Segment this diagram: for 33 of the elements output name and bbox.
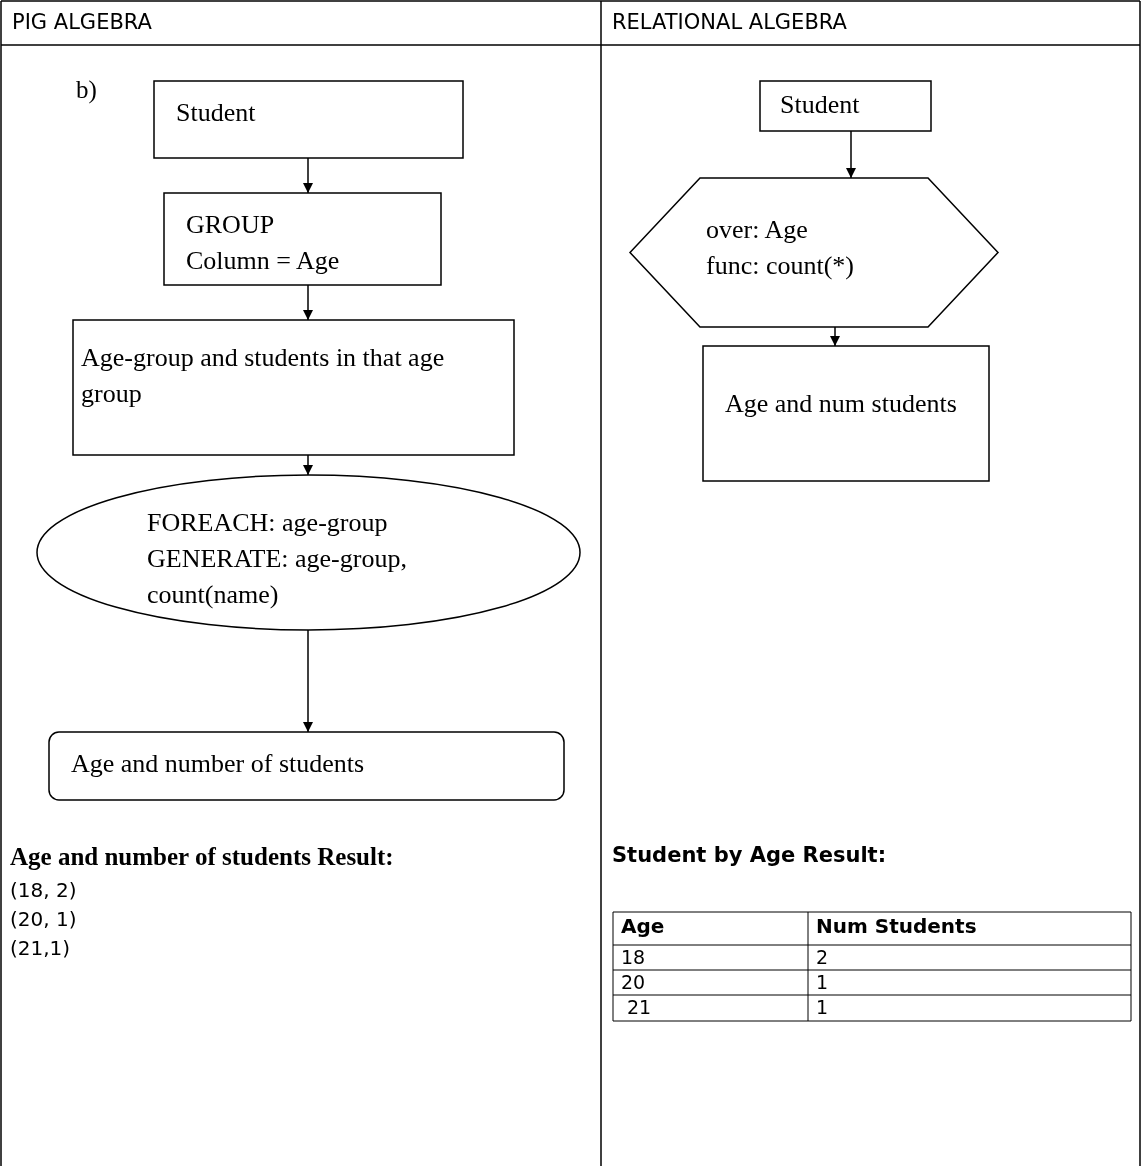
arrow (303, 157, 313, 194)
table-cell-text: 1 (816, 996, 829, 1018)
result-line: (20, 1) (10, 907, 77, 931)
arrow (830, 326, 840, 347)
arrow (303, 629, 313, 733)
node-text: Student (176, 97, 256, 129)
table-cell-text: 18 (621, 946, 646, 968)
result-heading: Age and number of students Result: (10, 843, 394, 871)
node-text: Age and num students (725, 388, 957, 420)
arrow (303, 284, 313, 321)
part-label: b) (76, 76, 97, 104)
result-heading: Student by Age Result: (612, 843, 887, 867)
table-cell-text: 1 (816, 971, 829, 993)
arrow (846, 130, 856, 179)
node-text: Age-group and students in that age group (81, 342, 446, 410)
node-text: FOREACH: age-group (147, 507, 388, 539)
node-text: Student (780, 89, 860, 121)
node-text: Age and number of students (71, 748, 365, 780)
node-text: GENERATE: age-group, count(name) (147, 543, 408, 611)
column-header: RELATIONAL ALGEBRA (612, 10, 847, 34)
node-text: func: count(*) (706, 250, 854, 282)
node-text: GROUP (186, 209, 275, 241)
table-cell-text: 2 (816, 946, 829, 968)
table-header-text: Age (621, 914, 665, 938)
column-header: PIG ALGEBRA (12, 10, 152, 34)
node-text: Column = Age (186, 245, 340, 277)
table-header-text: Num Students (816, 914, 977, 938)
result-line: (21,1) (10, 936, 71, 960)
table-cell-text: 20 (621, 971, 646, 993)
table-cell-text: 21 (627, 996, 652, 1018)
result-line: (18, 2) (10, 878, 77, 902)
node-text: over: Age (706, 214, 808, 246)
arrow (303, 454, 313, 476)
